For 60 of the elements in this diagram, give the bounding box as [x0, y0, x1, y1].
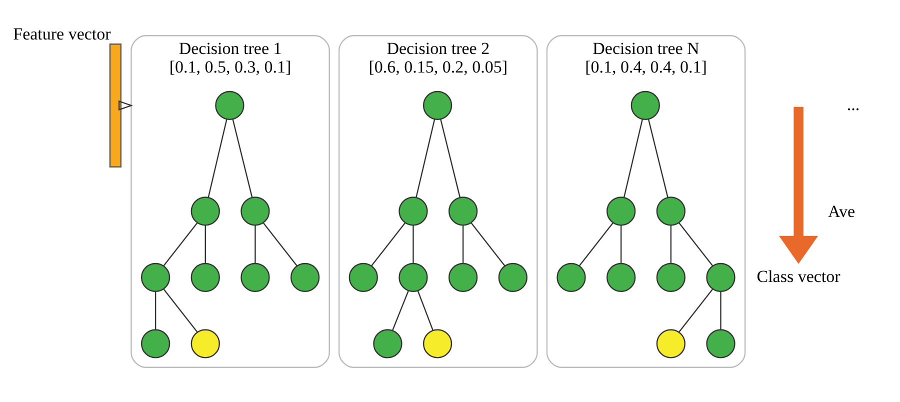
connector: [163, 288, 198, 332]
node-circle: [706, 328, 736, 358]
connector: [648, 118, 668, 198]
node-circle: [656, 196, 686, 226]
node-circle: [140, 262, 170, 292]
connector: [578, 222, 614, 266]
connector: [440, 118, 461, 198]
node-circle: [556, 262, 586, 292]
node-circle: [448, 196, 478, 226]
label: ...: [846, 94, 860, 114]
node-circle: [656, 262, 686, 292]
connector: [720, 291, 722, 330]
node-circle: [498, 262, 528, 292]
node-circle: [240, 196, 270, 226]
edge-label: Ave: [828, 201, 856, 220]
node-circle: [630, 90, 660, 120]
node-circle: [190, 262, 220, 292]
node-circle: [373, 328, 402, 358]
node-circle: [140, 328, 170, 358]
connector: [678, 288, 713, 332]
connector: [670, 224, 672, 263]
arrow: [118, 100, 134, 110]
connector: [370, 222, 406, 266]
connector: [232, 118, 253, 198]
connector: [470, 222, 506, 266]
node-circle: [656, 328, 686, 358]
node-circle: [422, 90, 452, 120]
cluster: Decision tree 2 [0.6, 0.15, 0.2, 0.05]: [338, 34, 538, 368]
connector: [620, 224, 622, 263]
arrow: [779, 106, 818, 264]
connector: [392, 290, 409, 330]
connector: [412, 224, 414, 263]
node-circle: [290, 262, 320, 292]
connector: [262, 222, 298, 266]
node-circle: [606, 196, 636, 226]
cluster: Decision tree 1 [0.1, 0.5, 0.3, 0.1]: [130, 34, 330, 368]
cluster: Decision tree N [0.1, 0.4, 0.4, 0.1]: [546, 34, 746, 368]
node-circle: [190, 328, 220, 358]
node-circle: [398, 262, 428, 292]
connector: [204, 224, 206, 263]
node-text: Class vector: [756, 266, 840, 286]
node-circle: [398, 196, 428, 226]
node-circle: [606, 262, 636, 292]
connector: [163, 222, 198, 266]
node-circle: [348, 262, 378, 292]
connector: [462, 224, 464, 263]
node-circle: [190, 196, 220, 226]
node-circle: [240, 262, 270, 292]
connector: [417, 290, 434, 330]
connector: [623, 118, 643, 197]
node-circle: [448, 262, 478, 292]
connector: [678, 222, 714, 266]
connector: [416, 118, 436, 197]
node-label: Feature vector: [13, 24, 111, 43]
node-circle: [215, 90, 244, 120]
connector: [154, 291, 156, 330]
connector: [208, 118, 228, 197]
node-circle: [706, 262, 736, 292]
connector: [254, 224, 256, 263]
node-circle: [422, 328, 452, 358]
